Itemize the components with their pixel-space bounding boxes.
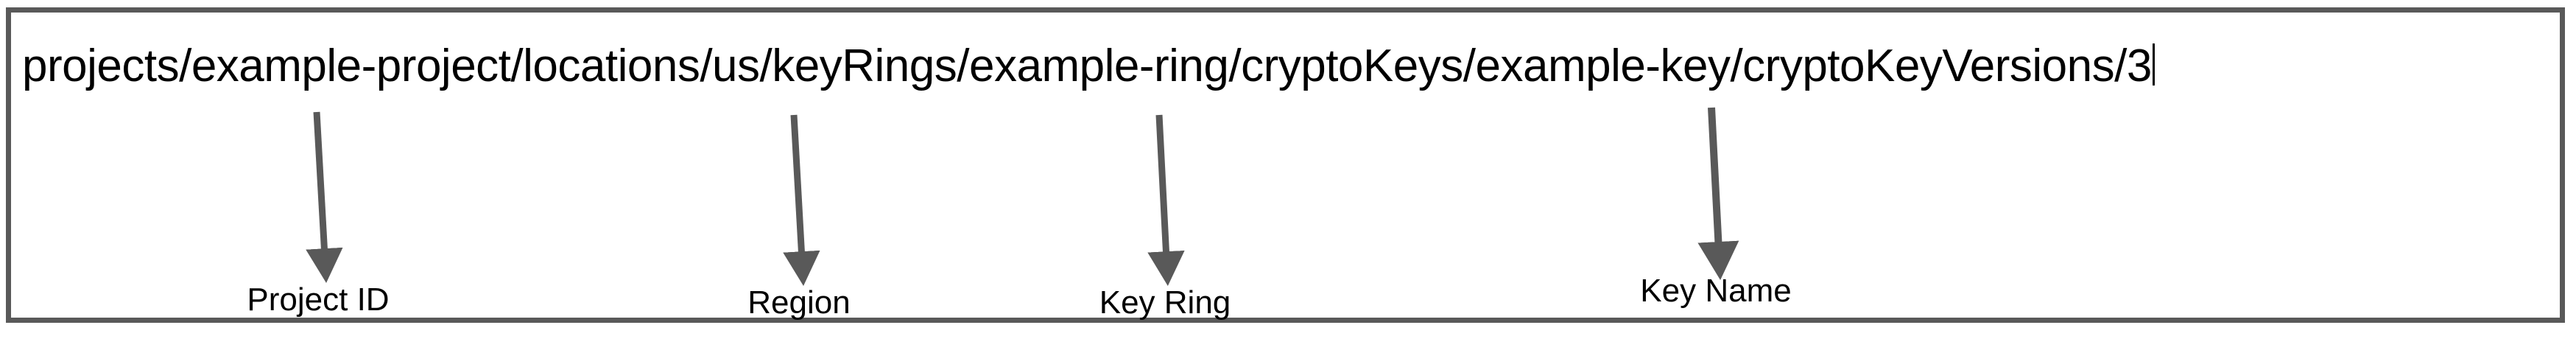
diagram-frame bbox=[6, 7, 2565, 323]
annotation-label-key-name: Key Name bbox=[1640, 273, 1792, 309]
annotation-label-region: Region bbox=[747, 284, 851, 321]
resource-path-text: projects/example-project/locations/us/ke… bbox=[22, 40, 2152, 91]
text-cursor-caret bbox=[2152, 43, 2155, 86]
annotation-label-key-ring: Key Ring bbox=[1099, 284, 1231, 321]
resource-path-field[interactable]: projects/example-project/locations/us/ke… bbox=[22, 38, 2155, 91]
annotation-label-project-id: Project ID bbox=[247, 282, 390, 318]
